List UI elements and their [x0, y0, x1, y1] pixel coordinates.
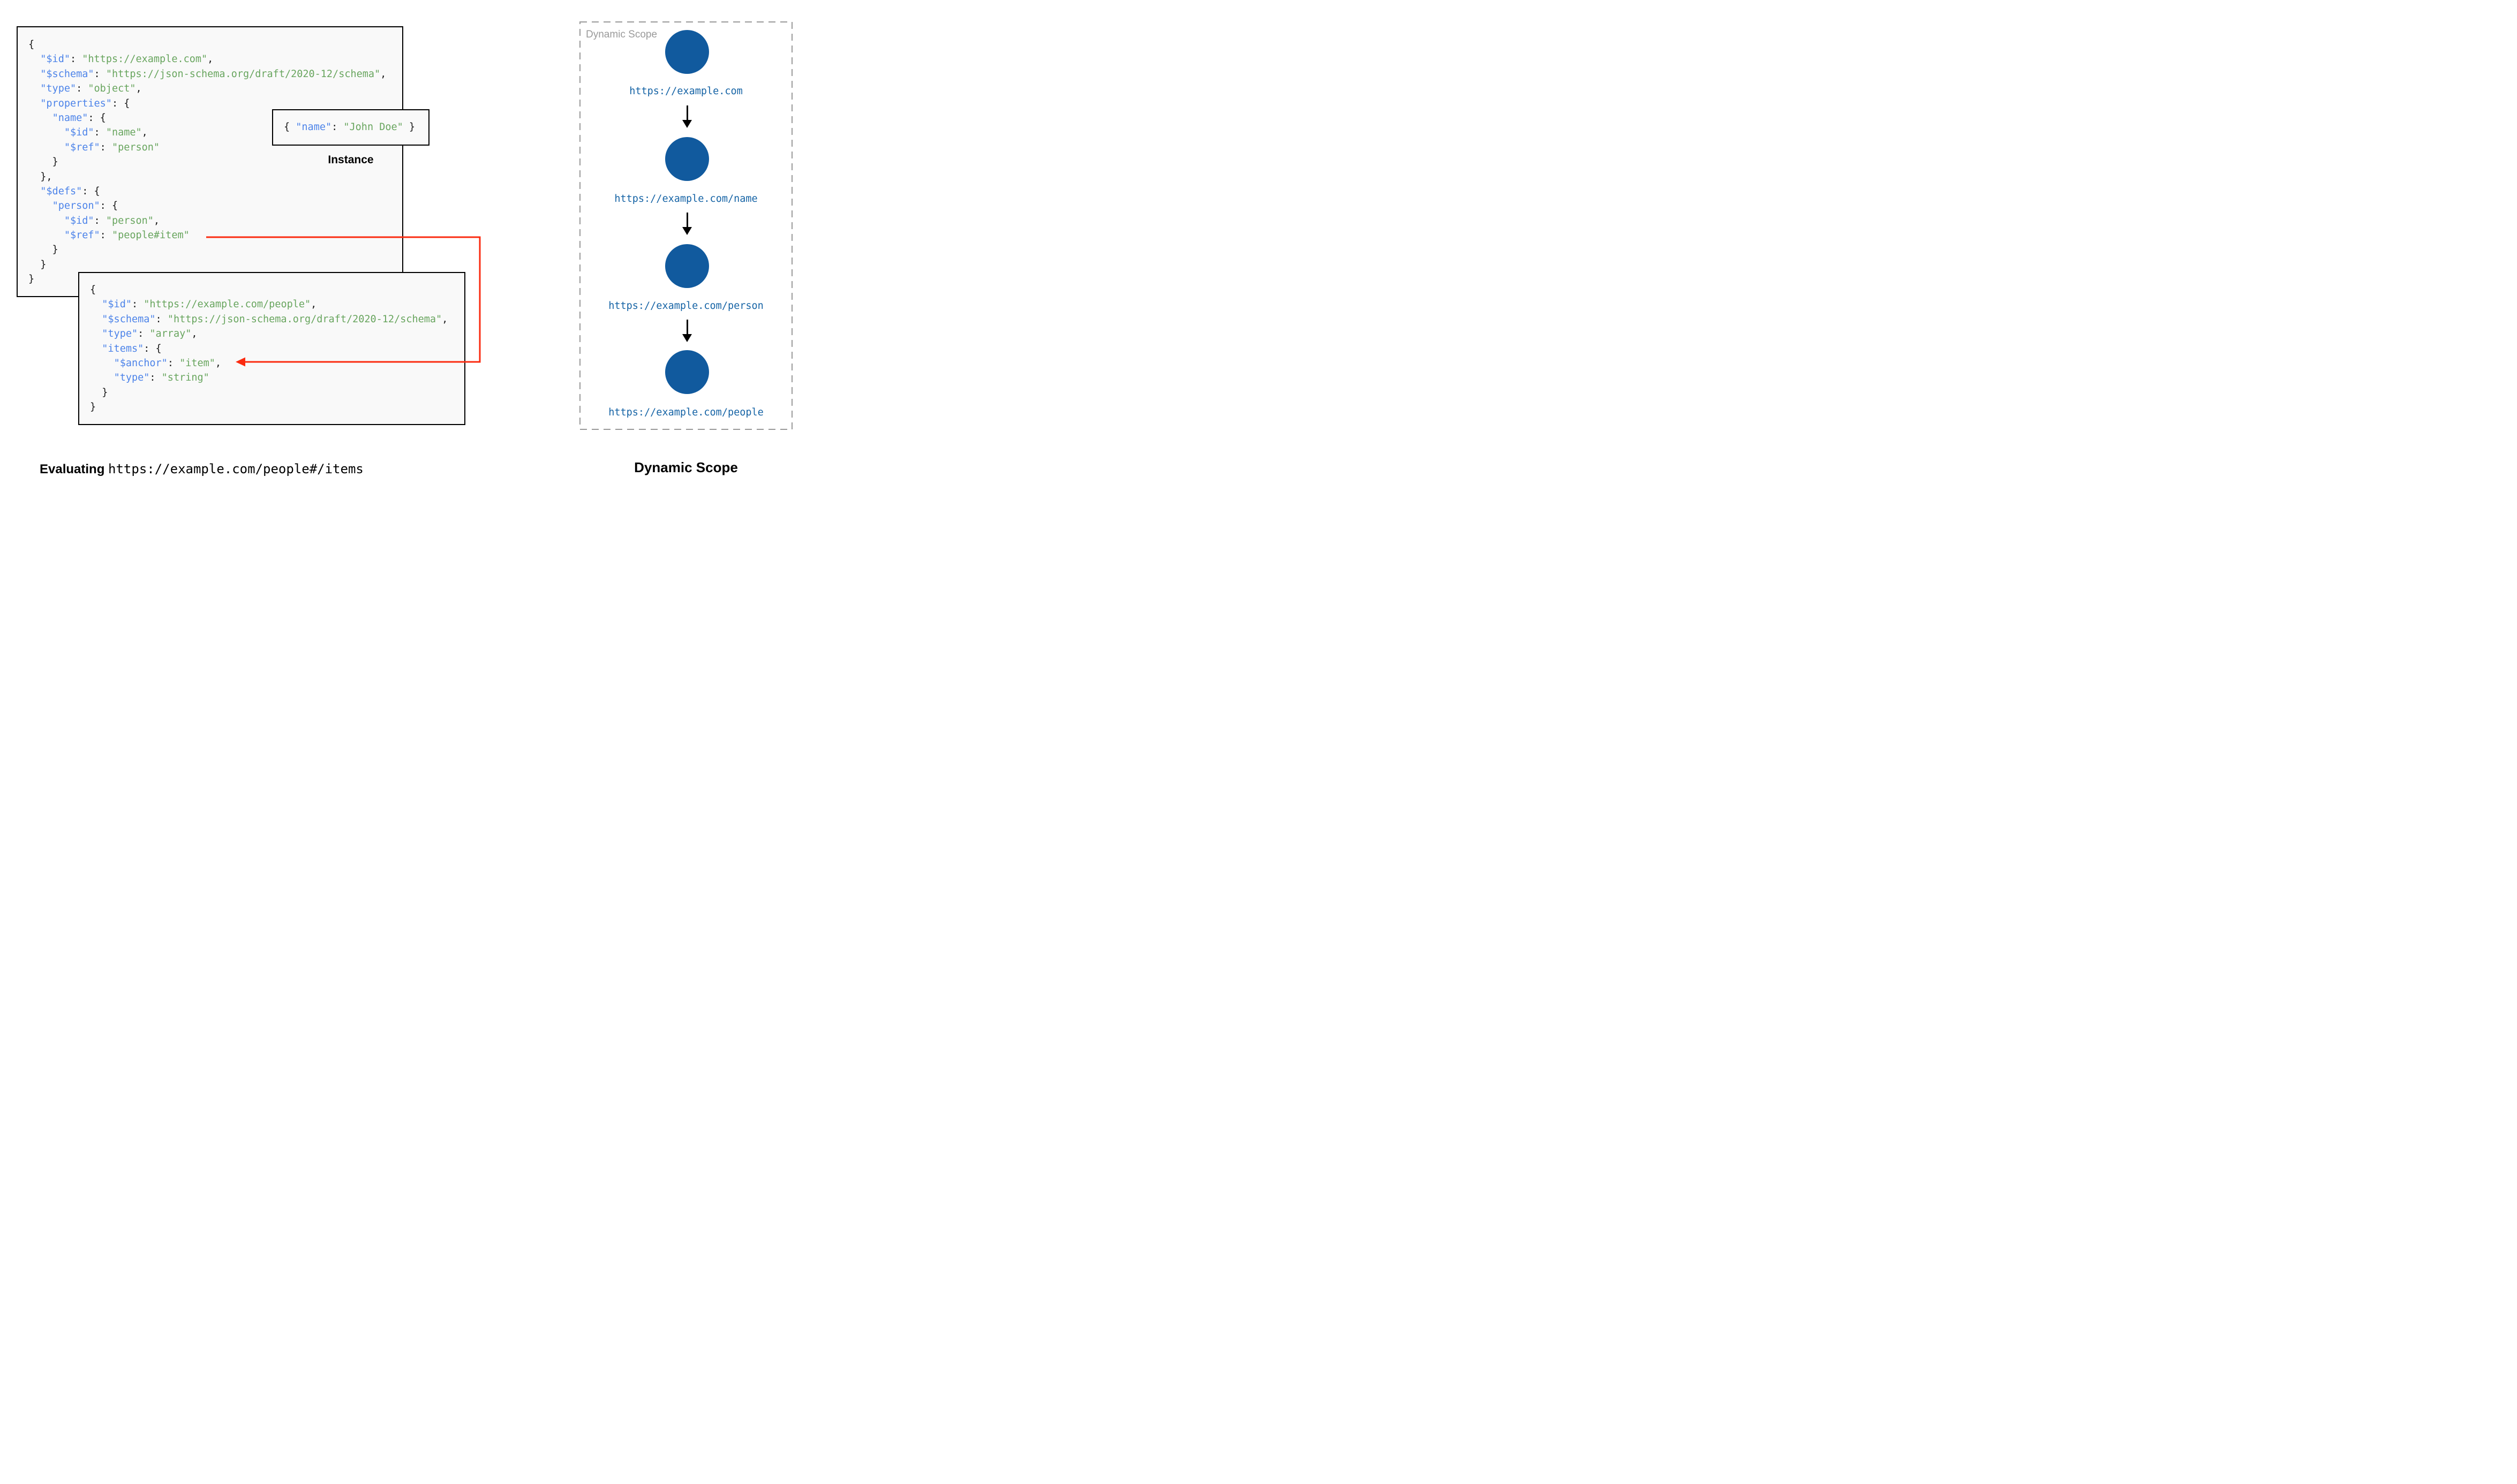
- code-line: "$defs": {: [40, 185, 100, 197]
- code-line: }: [28, 259, 47, 270]
- scope-node-uri: https://example.com: [629, 86, 743, 97]
- code-line: "$id": "person",: [64, 215, 160, 226]
- code-line: },: [28, 171, 52, 183]
- code-line: "type": "array",: [102, 328, 198, 340]
- dynamic-scope-caption: Dynamic Scope: [634, 459, 738, 475]
- down-arrow-icon: [682, 105, 692, 128]
- dynamic-scope-dashed-border: [579, 21, 793, 430]
- code-line: }: [28, 274, 35, 285]
- evaluating-prefix: Evaluating: [40, 462, 105, 476]
- code-line: "person": {: [52, 200, 118, 212]
- scope-node-circle: [665, 30, 709, 74]
- code-line: }: [90, 387, 108, 398]
- code-line: {: [28, 39, 35, 50]
- dynamic-scope-panel-label: Dynamic Scope: [586, 29, 658, 40]
- evaluating-uri: https://example.com/people#/items: [108, 461, 364, 476]
- code-line: "type": "object",: [40, 83, 142, 95]
- code-line: }: [28, 244, 58, 256]
- scope-node-uri: https://example.com/people: [608, 407, 764, 418]
- code-line: "$id": "name",: [64, 127, 148, 139]
- code-line: }: [90, 402, 96, 413]
- scope-node-uri: https://example.com/name: [614, 193, 758, 205]
- code-line: "$id": "https://example.com",: [40, 54, 214, 65]
- instance-label: Instance: [328, 154, 374, 166]
- evaluating-caption: Evaluating https://example.com/people#/i…: [40, 460, 364, 478]
- code-line: "$ref": "person": [64, 141, 160, 153]
- code-line: "$anchor": "item",: [114, 357, 222, 369]
- code-line: "$schema": "https://json-schema.org/draf…: [102, 313, 448, 325]
- code-line: {: [90, 284, 96, 296]
- dynamic-scope-panel: Dynamic Scope https://example.com https:/…: [579, 21, 793, 430]
- scope-node-circle: [665, 137, 709, 181]
- scope-node-uri: https://example.com/person: [608, 300, 764, 312]
- code-line: "properties": {: [40, 97, 130, 109]
- code-line: "items": {: [102, 343, 162, 354]
- down-arrow-icon: [682, 213, 692, 235]
- code-line: }: [28, 156, 58, 168]
- down-arrow-icon: [682, 320, 692, 342]
- code-line: "$id": "https://example.com/people",: [102, 299, 317, 311]
- code-line: "$schema": "https://json-schema.org/draf…: [40, 68, 387, 80]
- code-line: { "name": "John Doe" }: [284, 122, 416, 133]
- code-line: "name": {: [52, 112, 106, 124]
- code-line: "type": "string": [114, 372, 209, 384]
- instance-box: [272, 109, 429, 146]
- schema-root-code: { "$id": "https://example.com", "$schema…: [28, 37, 386, 287]
- code-line: "$ref": "people#item": [64, 230, 190, 241]
- schema-people-code: { "$id": "https://example.com/people", "…: [90, 283, 448, 415]
- diagram-canvas: { "$id": "https://example.com", "$schema…: [0, 0, 839, 495]
- scope-node-circle: [665, 350, 709, 394]
- scope-node-circle: [665, 244, 709, 288]
- instance-code: { "name": "John Doe" }: [284, 109, 415, 146]
